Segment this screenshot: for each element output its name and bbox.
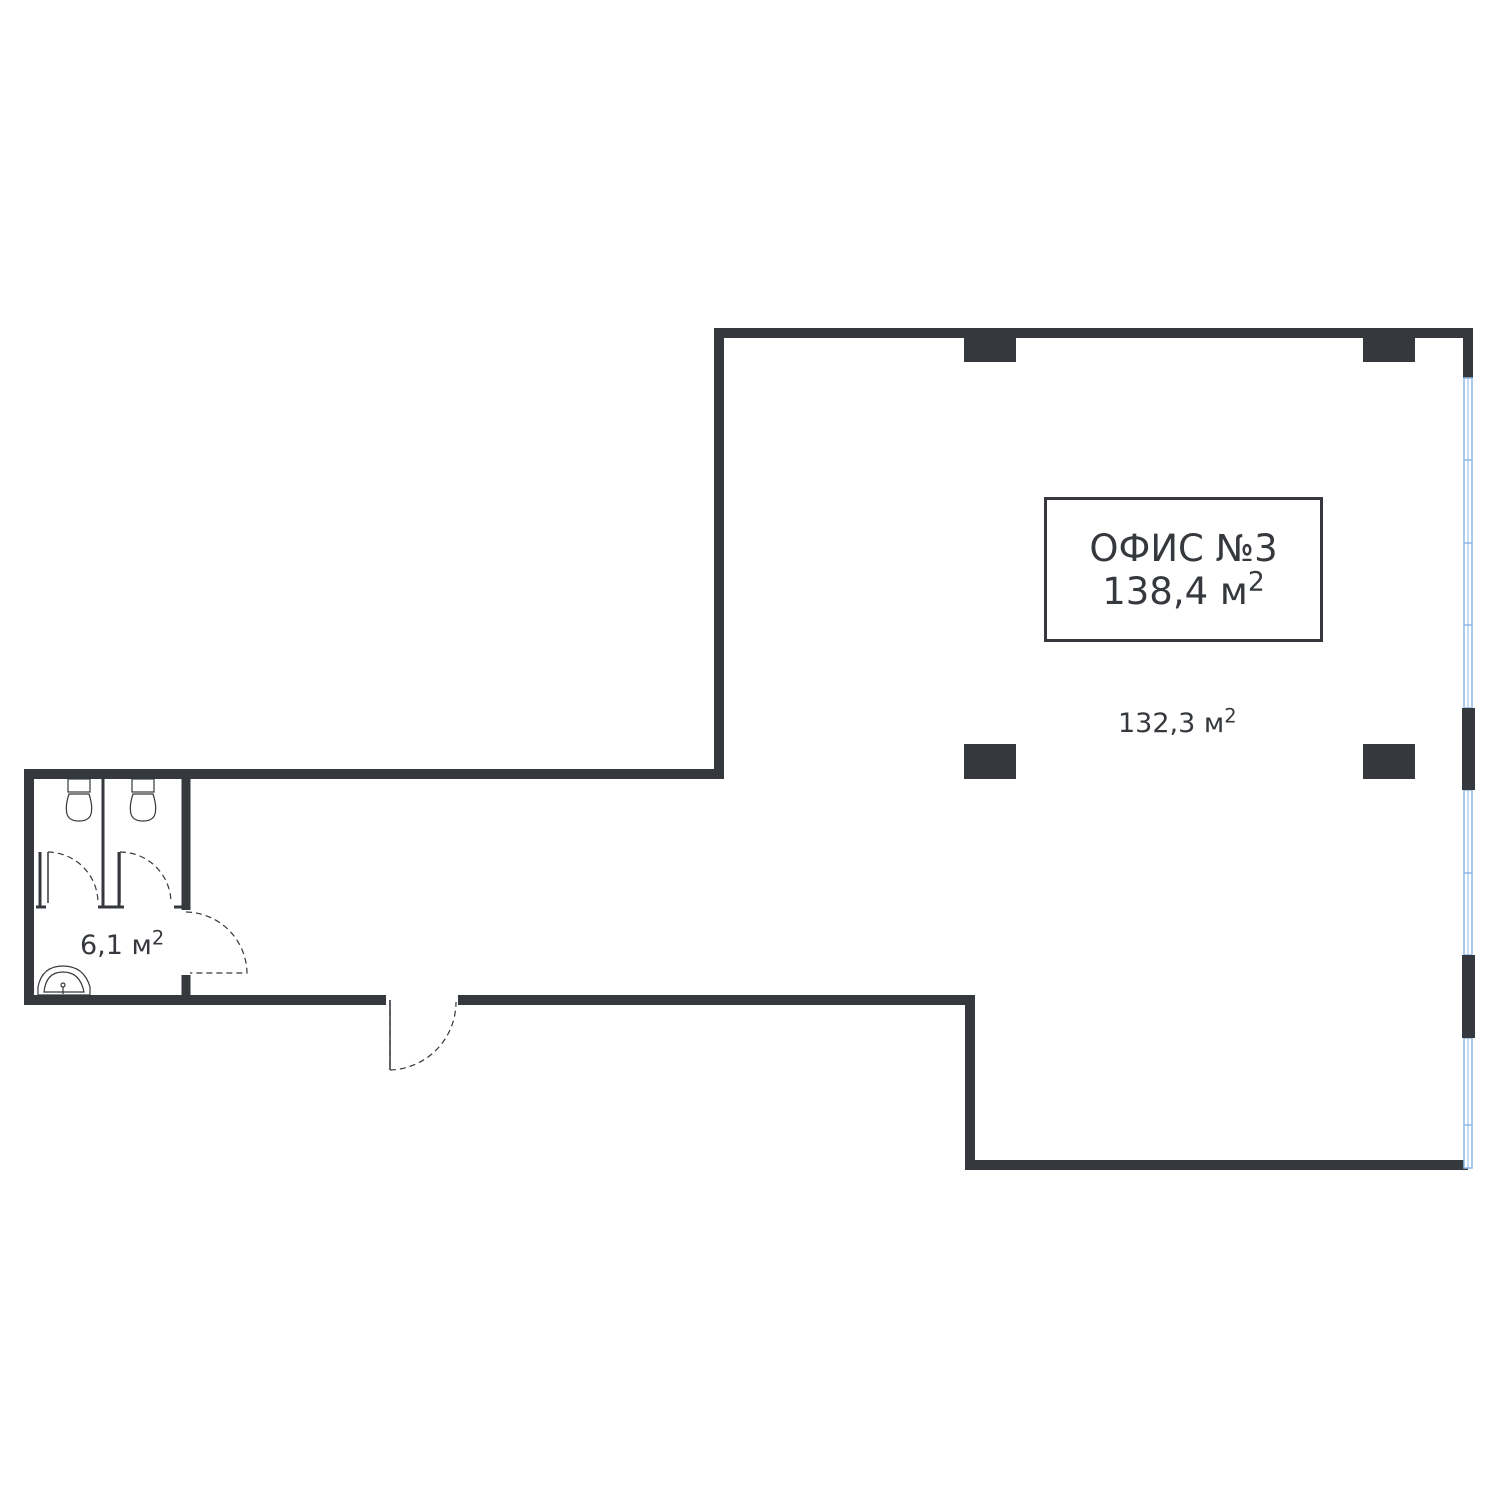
wall-pier xyxy=(1462,955,1475,1038)
door-swing xyxy=(47,851,457,1071)
column xyxy=(1363,338,1415,362)
column xyxy=(964,744,1016,779)
office-title-box: ОФИС №3 138,4 м2 xyxy=(1044,497,1323,642)
door-leaf xyxy=(47,852,391,1070)
office-total-area: 138,4 м2 xyxy=(1102,566,1265,613)
exterior-wall xyxy=(458,995,1468,1170)
toilet-icon xyxy=(129,778,157,822)
toilet-icon xyxy=(65,778,93,822)
sink-icon xyxy=(37,965,91,996)
exterior-wall xyxy=(24,328,1473,1005)
column xyxy=(964,338,1016,362)
office-name: ОФИС №3 xyxy=(1089,526,1278,570)
wc-stall-partitions xyxy=(36,779,182,909)
column xyxy=(1363,744,1415,779)
wall-pier xyxy=(1462,708,1475,790)
main-room-area-label: 132,3 м2 xyxy=(1118,704,1237,739)
wc-area-label: 6,1 м2 xyxy=(80,926,165,961)
